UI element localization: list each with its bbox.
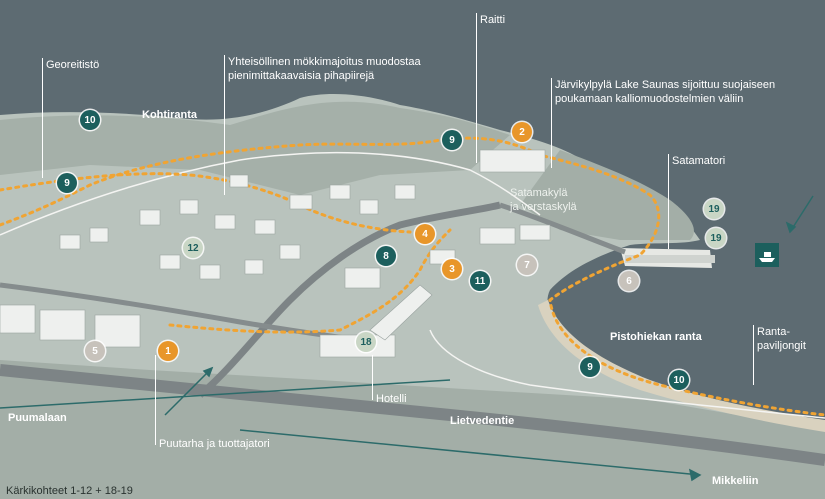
marker-3[interactable]: 3 <box>442 259 462 279</box>
marker-9-west[interactable]: 9 <box>57 173 77 193</box>
arrow-icon <box>0 195 814 482</box>
marker-2-spa[interactable]: 2 <box>512 122 532 142</box>
marker-10-beach[interactable]: 10 <box>669 370 689 390</box>
label-pistohiekan-ranta: Pistohiekan ranta <box>610 331 702 343</box>
label-karkikohteet: Kärkikohteet 1-12 + 18-19 <box>6 485 133 497</box>
marker-9-raitti[interactable]: 9 <box>442 130 462 150</box>
label-satamakyla-2: ja verstaskylä <box>510 201 577 213</box>
main-road-lietvedentie <box>0 364 825 466</box>
access-road <box>197 201 501 398</box>
marker-11[interactable]: 11 <box>470 271 490 291</box>
marker-9-beach[interactable]: 9 <box>580 357 600 377</box>
leader-georeitisto <box>42 58 43 178</box>
marker-19-north[interactable]: 19 <box>704 199 724 219</box>
leader-raitti <box>476 13 477 163</box>
forest-area-east <box>520 150 694 240</box>
leader-hotelli <box>372 355 373 400</box>
marker-8[interactable]: 8 <box>376 246 396 266</box>
marker-18-hotel[interactable]: 18 <box>356 332 376 352</box>
buildings <box>0 149 551 358</box>
marker-6[interactable]: 6 <box>619 271 639 291</box>
label-raitti: Raitti <box>480 14 506 26</box>
label-rantapaviljongit-1: Ranta- <box>757 326 791 338</box>
marker-1[interactable]: 1 <box>158 341 178 361</box>
label-mikkeliin: Mikkeliin <box>712 475 759 487</box>
marker-19-south[interactable]: 19 <box>706 228 726 248</box>
harbor-road <box>499 202 626 255</box>
label-puumalaan: Puumalaan <box>8 412 67 424</box>
marker-10-kohtiranta[interactable]: 10 <box>80 110 100 130</box>
label-rantapaviljongit-2: paviljongit <box>757 340 806 352</box>
marker-12[interactable]: 12 <box>183 238 203 258</box>
leader-rantapaviljongit <box>753 325 754 385</box>
label-satamakyla-1: Satamakylä <box>510 187 568 199</box>
label-puutarha: Puutarha ja tuottajatori <box>159 438 270 450</box>
harbor-boardwalk <box>625 255 715 263</box>
marker-7[interactable]: 7 <box>517 255 537 275</box>
label-hotelli: Hotelli <box>376 393 407 405</box>
leader-puutarha <box>155 355 156 445</box>
marker-4[interactable]: 4 <box>415 224 435 244</box>
label-yhteisollinen-1: Yhteisöllinen mökkimajoitus muodostaa <box>228 56 421 68</box>
walking-trail-white <box>0 151 825 419</box>
label-kohtiranta: Kohtiranta <box>142 109 197 121</box>
leader-yhteisollinen <box>224 55 225 195</box>
marker-5[interactable]: 5 <box>85 341 105 361</box>
leader-satamatori <box>668 154 669 249</box>
label-satamatori: Satamatori <box>672 155 726 167</box>
walking-route-orange <box>0 136 825 417</box>
label-jarvikylpyla-1: Järvikylpylä Lake Saunas sijoittuu suoja… <box>555 79 776 91</box>
leader-jarvikylpyla <box>551 78 552 168</box>
ship-icon <box>755 243 779 267</box>
label-yhteisollinen-2: pienimittakaavaisia pihapiirejä <box>228 70 375 82</box>
label-lietvedentie: Lietvedentie <box>450 415 515 427</box>
label-georeitisto: Georeitistö <box>46 59 100 71</box>
label-jarvikylpyla-2: poukamaan kalliomuodostelmien väliin <box>555 93 744 105</box>
